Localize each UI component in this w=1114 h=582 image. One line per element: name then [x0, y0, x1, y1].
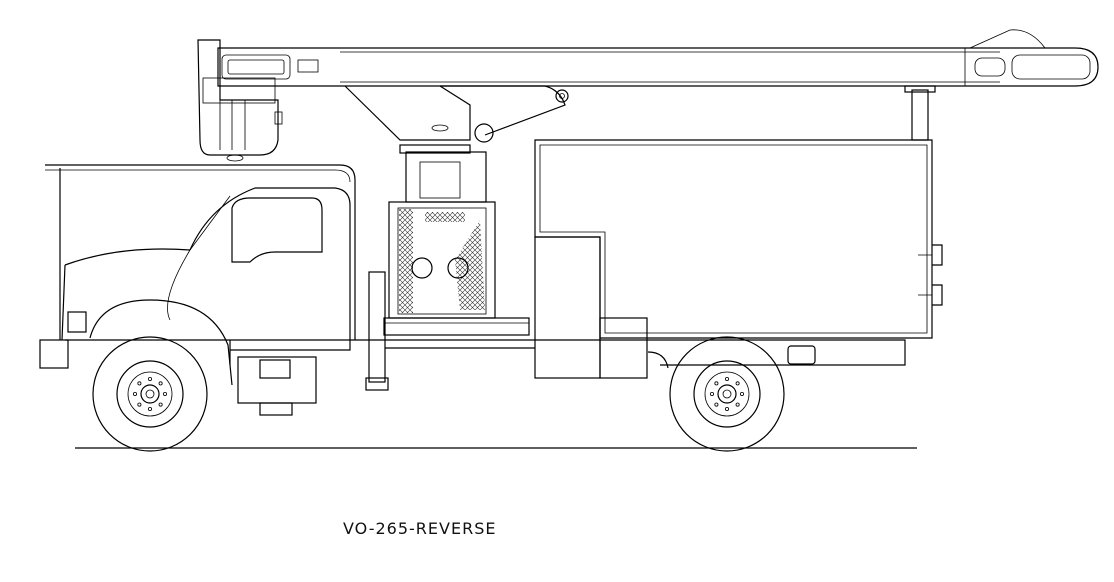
lug-nut [162, 391, 167, 396]
lug-nut [725, 376, 730, 381]
rear-wheel [669, 336, 785, 452]
front-wheel [92, 336, 208, 452]
outrigger [365, 271, 389, 391]
boom [217, 29, 1099, 87]
lug-nut [735, 381, 740, 386]
lug-nut [740, 391, 745, 396]
lug-nut [147, 376, 152, 381]
lug-nut [710, 391, 715, 396]
lug-nut [725, 406, 730, 411]
lug-nut [137, 381, 142, 386]
lug-nut [158, 402, 163, 407]
lug-nut [735, 402, 740, 407]
chip-body [534, 85, 943, 379]
lug-nut [132, 391, 137, 396]
turret [344, 85, 569, 203]
lug-nut [147, 406, 152, 411]
lug-nut [158, 381, 163, 386]
drawing-caption: VO-265-REVERSE [343, 519, 497, 538]
pedestal [383, 201, 530, 336]
fuel-tank [237, 356, 317, 416]
lug-nut [137, 402, 142, 407]
lug-nut [714, 381, 719, 386]
lug-nut [714, 402, 719, 407]
bucket [197, 39, 283, 162]
cab [39, 164, 356, 386]
